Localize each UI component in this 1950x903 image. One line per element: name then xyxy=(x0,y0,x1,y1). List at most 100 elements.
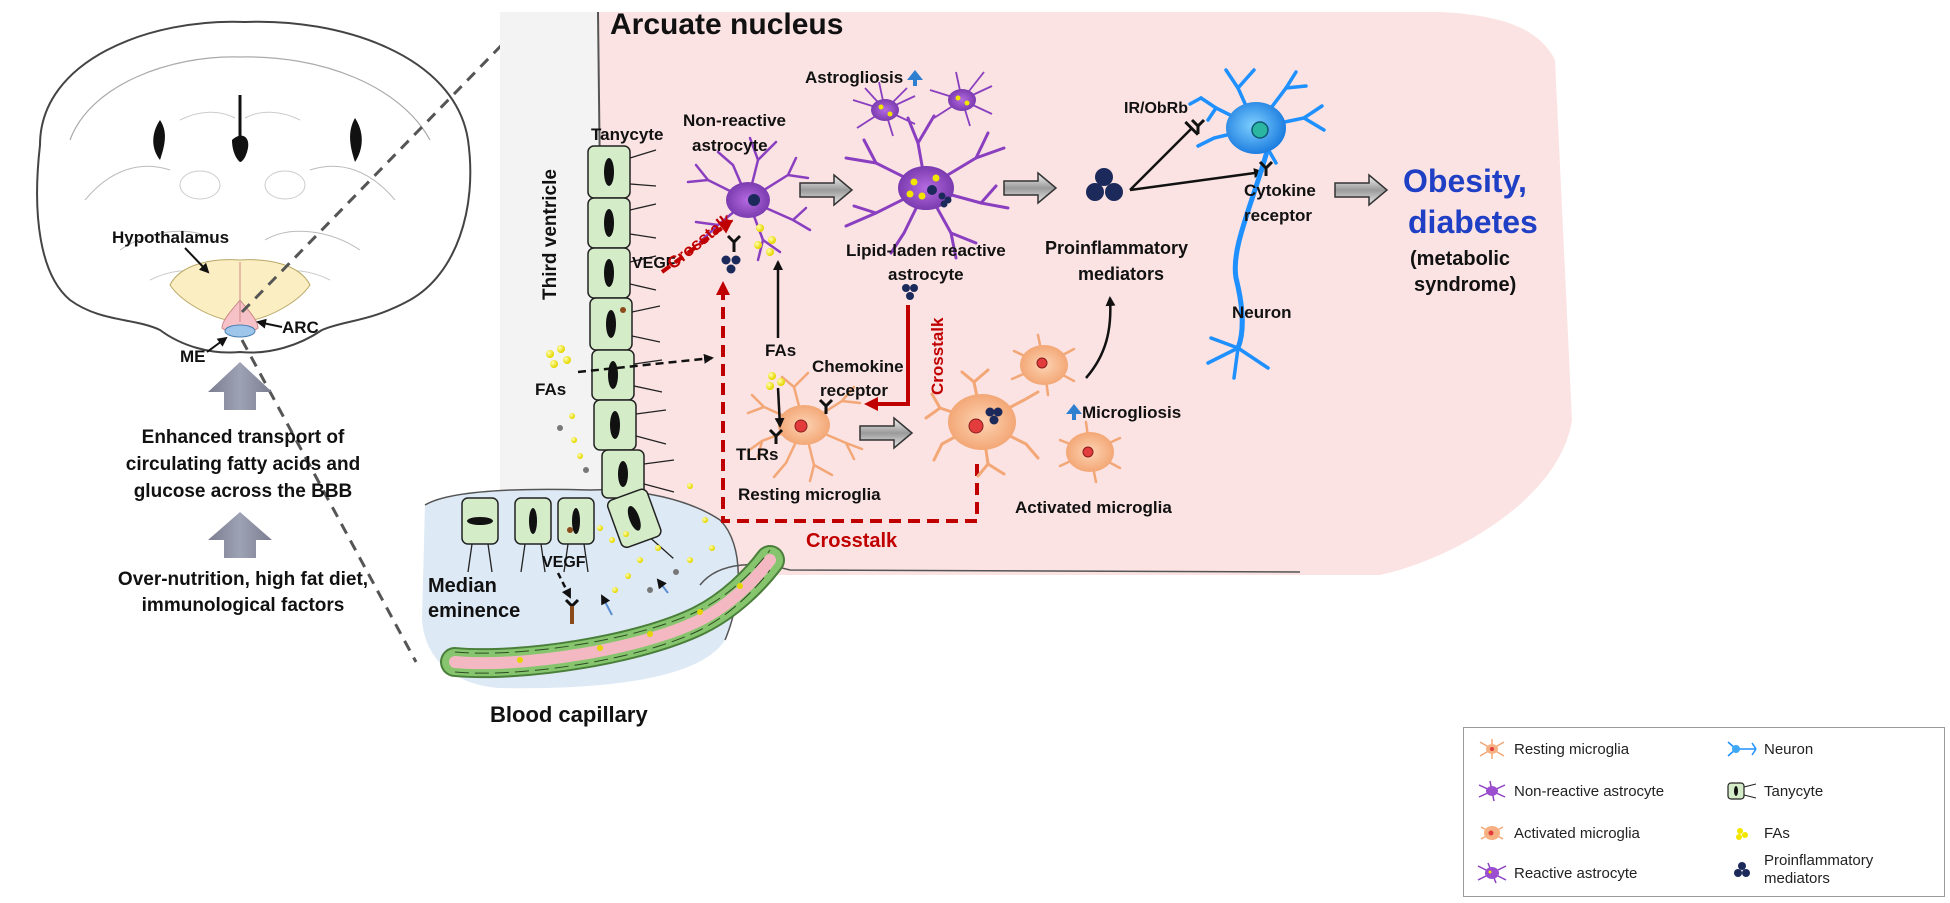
arcuate-nucleus-title: Arcuate nucleus xyxy=(610,8,843,41)
legend-item-proinflammatory-mediators: Proinflammatory mediators xyxy=(1726,852,1884,888)
fas-center-label: FAs xyxy=(765,341,796,360)
transport-line-2: circulating fatty acids and xyxy=(126,454,360,475)
cytokine-receptor-label-1: Cytokine xyxy=(1244,181,1316,200)
blood-capillary-label: Blood capillary xyxy=(490,702,648,727)
neuron-icon xyxy=(1726,738,1758,760)
proinflammatory-mediator-cluster xyxy=(902,284,918,300)
crosstalk-label-2: Crosstalk xyxy=(928,317,947,395)
hypothalamus-label: Hypothalamus xyxy=(112,228,229,247)
legend-label: FAs xyxy=(1764,824,1790,842)
tanycyte-cell xyxy=(606,488,674,559)
activated-microglia-label: Activated microglia xyxy=(1015,498,1172,517)
legend-label: Reactive astrocyte xyxy=(1514,864,1638,882)
tanycyte-cell xyxy=(461,497,499,573)
chemokine-receptor-label-2: receptor xyxy=(820,381,888,400)
tanycyte-cell xyxy=(514,497,552,573)
legend-item-neuron: Neuron xyxy=(1726,738,1813,760)
legend-item-fas: FAs xyxy=(1726,822,1790,844)
fatty-acid-particles xyxy=(546,345,715,593)
increase-arrow-icon xyxy=(907,70,923,86)
crosstalk-label-3: Crosstalk xyxy=(806,530,898,552)
microgliosis-label: Microgliosis xyxy=(1082,403,1181,422)
third-ventricle-label: Third ventricle xyxy=(540,169,561,300)
ir-obrb-label: IR/ObRb xyxy=(1124,100,1188,117)
outcome-diabetes: diabetes xyxy=(1408,204,1538,240)
neuron xyxy=(1188,68,1326,380)
legend-label: Neuron xyxy=(1764,740,1814,758)
non-reactive-astrocyte-label-2: astrocyte xyxy=(692,136,768,155)
outcome-obesity: Obesity, xyxy=(1403,163,1527,199)
proinflammatory-mediators-label-1: Proinflammatory xyxy=(1045,238,1188,258)
cytokine-receptor-icon xyxy=(1258,160,1274,176)
progression-arrow xyxy=(1003,171,1058,205)
tanycyte-cell xyxy=(587,247,657,299)
reactive-astrocyte-icon xyxy=(1476,862,1508,884)
cause-line-2: immunological factors xyxy=(142,595,345,616)
lipid-laden-astrocyte-label-2: astrocyte xyxy=(888,265,964,284)
activated-microglia xyxy=(1010,333,1076,397)
brain-cortex-line xyxy=(69,56,431,141)
progression-arrow xyxy=(1334,173,1389,207)
tlr-receptor-icon xyxy=(768,428,784,444)
crosstalk-arrow-3 xyxy=(716,281,979,523)
fas-left-label: FAs xyxy=(535,380,566,399)
fatty-acid-particles xyxy=(754,224,776,256)
chemokine-receptor-icon xyxy=(818,398,834,414)
tanycyte-cell xyxy=(589,297,661,351)
cytokine-receptor-label-2: receptor xyxy=(1244,206,1312,225)
proinflammatory-mediator-cluster xyxy=(721,255,741,274)
fas-transport-arrow xyxy=(577,353,714,374)
activated-microglia xyxy=(924,368,1040,478)
outcome-syndrome: syndrome) xyxy=(1414,274,1516,296)
lipid-laden-reactive-astrocyte xyxy=(844,114,1010,260)
non-reactive-astrocyte-icon xyxy=(1476,780,1508,802)
zoom-line-bottom xyxy=(240,339,418,663)
brain-outline xyxy=(36,20,472,354)
progression-arrow xyxy=(799,173,854,207)
fatty-acid-particles xyxy=(766,372,785,390)
me-region xyxy=(224,324,256,338)
legend: Resting microglia Non-reactive astrocyte… xyxy=(1463,727,1945,897)
astrogliosis-label: Astrogliosis xyxy=(805,68,903,87)
tanycyte-label: Tanycyte xyxy=(591,125,663,144)
brain-section xyxy=(36,20,472,354)
outcome-metabolic: (metabolic xyxy=(1410,248,1510,270)
arc-label: ARC xyxy=(282,318,319,337)
proinflammatory-mediators-label-2: mediators xyxy=(1078,264,1164,284)
tanycyte-cell xyxy=(591,349,663,401)
arcuate-nucleus-region xyxy=(598,12,1572,575)
median-eminence-label-2: eminence xyxy=(428,600,520,622)
progression-arrow xyxy=(859,416,914,450)
resting-microglia-label: Resting microglia xyxy=(738,485,881,504)
blood-capillary xyxy=(440,545,785,679)
legend-label: Resting microglia xyxy=(1514,740,1630,758)
vegf-receptor-icon xyxy=(564,598,580,624)
neuron-label: Neuron xyxy=(1232,303,1292,322)
lipid-laden-astrocyte-label-1: Lipid-laden reactive xyxy=(846,241,1006,260)
crosstalk-arrow-2 xyxy=(864,305,910,411)
chemokine-receptor-label-1: Chemokine xyxy=(812,357,904,376)
crosstalk-arrow-1 xyxy=(660,219,734,274)
tanycyte-column xyxy=(461,145,675,573)
legend-label: Activated microglia xyxy=(1514,824,1640,842)
proinflammatory-mediator-icon xyxy=(1726,859,1758,881)
transport-line-3: glucose across the BBB xyxy=(134,481,353,502)
increase-arrow-icon xyxy=(1066,404,1082,420)
lateral-ventricle-right xyxy=(350,118,362,162)
non-reactive-astrocyte-label-1: Non-reactive xyxy=(683,111,786,130)
third-ventricle-region xyxy=(500,12,640,512)
fatty-acid-icon xyxy=(1726,822,1758,844)
third-ventricle-dorsal xyxy=(232,135,249,162)
legend-item-resting-microglia: Resting microglia xyxy=(1476,738,1629,760)
median-eminence-label-1: Median xyxy=(428,575,497,597)
transport-line-1: Enhanced transport of xyxy=(142,427,345,448)
legend-label: Proinflammatory mediators xyxy=(1764,852,1874,887)
activated-microglia-icon xyxy=(1476,822,1508,844)
neuron-receptor-icon xyxy=(1190,118,1206,134)
lateral-ventricle-left xyxy=(153,120,165,160)
legend-label: Non-reactive astrocyte xyxy=(1514,782,1665,800)
legend-item-reactive-astrocyte: Reactive astrocyte xyxy=(1476,862,1637,884)
legend-item-activated-microglia: Activated microglia xyxy=(1476,822,1640,844)
reactive-astrocyte-small xyxy=(929,71,993,127)
